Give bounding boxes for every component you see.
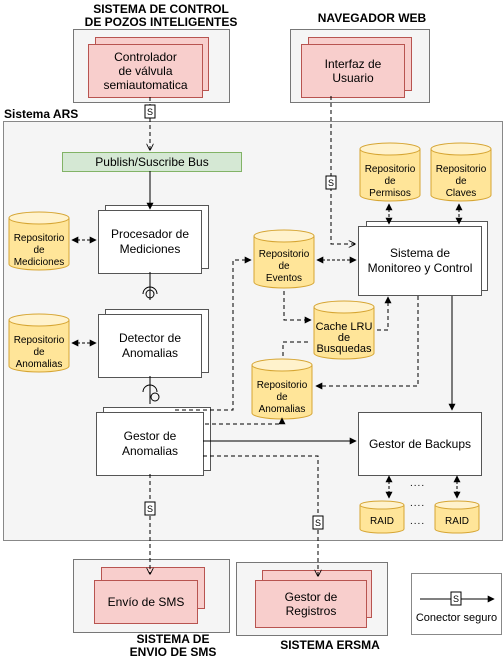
gestor-anomalias-component[interactable]: Gestor de Anomalias [96, 412, 204, 476]
pozos-title-line1: SISTEMA DE CONTROL [93, 2, 229, 16]
cache-line3: Busquedas [316, 343, 372, 355]
navegador-system-title: NAVEGADOR WEB [317, 11, 427, 25]
registry-manager-line1: Gestor de [284, 590, 338, 604]
monitoreo-control-component[interactable]: Sistema de Monitoreo y Control [358, 226, 482, 296]
repo-anomalias-2-line1: Repositorio [256, 380, 308, 391]
gestor-anomalias-line2: Anomalias [121, 444, 179, 458]
user-interface-line2: Usuario [332, 71, 374, 85]
repo-eventos-line3: Eventos [265, 273, 303, 284]
repo-anomalias-line3: Anomalias [15, 359, 63, 370]
registry-manager-line2: Registros [285, 604, 337, 618]
edge-ui-monitoreo [330, 96, 355, 244]
edge-gestor-anomalias2 [205, 417, 286, 425]
repo-eventos-line2: de [278, 261, 290, 272]
monitoreo-line2: Monitoreo y Control [367, 261, 473, 275]
raid-ellipsis-3: .... [410, 516, 426, 527]
raid-disk-1[interactable]: RAID [359, 500, 405, 534]
repo-mediciones-line3: Mediciones [13, 257, 65, 268]
raid-disk-2-label: RAID [445, 516, 469, 527]
ersma-system-title: SISTEMA ERSMA [280, 638, 380, 652]
user-interface-line1: Interfaz de [324, 57, 382, 71]
edge-gestor-eventos [175, 256, 252, 411]
edge-cache-monitoreo [377, 296, 392, 331]
legend-marker: S [453, 594, 459, 604]
registry-manager-component[interactable]: Gestor de Registros [255, 580, 367, 628]
procesador-line1: Procesador de [110, 227, 190, 241]
secure-marker-ui-box [325, 175, 337, 190]
lollipop-ball-2 [150, 392, 160, 402]
gestor-backups-component[interactable]: Gestor de Backups [358, 412, 482, 476]
user-interface-component[interactable]: Interfaz de Usuario [301, 44, 405, 98]
repo-anomalias-2-line2: de [276, 392, 288, 403]
edge-eventos-cache [283, 291, 312, 324]
cache-line2: de [337, 332, 351, 344]
repo-permisos-line2: de [384, 176, 396, 187]
lollipop-socket-1 [142, 286, 158, 295]
legend-marker-box [450, 591, 462, 606]
pozos-system-title: SISTEMA DE CONTROL DE POZOS INTELIGENTES [76, 3, 246, 29]
repo-eventos-line1: Repositorio [258, 249, 310, 260]
publish-subscribe-bus[interactable]: Publish/Suscribe Bus [62, 152, 242, 172]
repo-mediciones-line1: Repositorio [13, 233, 65, 244]
procesador-line2: Mediciones [119, 242, 181, 256]
cache-line1: Cache LRU [315, 321, 373, 333]
raid-disk-2[interactable]: RAID [434, 500, 480, 534]
monitoreo-line1: Sistema de [389, 246, 451, 260]
repo-mediciones-line2: de [33, 245, 45, 256]
edge-anomalias2-up [282, 341, 311, 356]
repo-anomalias-2-line3: Anomalias [258, 404, 306, 415]
detector-line1: Detector de [118, 331, 182, 345]
repo-anomalias-line1: Repositorio [13, 335, 65, 346]
procesador-mediciones-component[interactable]: Procesador de Mediciones [98, 210, 202, 274]
sms-title-line1: SISTEMA DE [136, 632, 210, 646]
secure-marker-ui: S [328, 178, 334, 188]
edge-gestor-ersma [203, 455, 318, 576]
sms-title-line2: ENVIO DE SMS [129, 645, 217, 659]
lollipop-ball-1 [145, 289, 155, 299]
repo-permisos-line3: Permisos [369, 188, 411, 199]
legend-label: Conector seguro [415, 612, 498, 624]
repo-anomalias-line2: de [33, 347, 45, 358]
sms-sending-component[interactable]: Envío de SMS [94, 580, 198, 624]
valve-controller-line2: de válvula [118, 64, 173, 78]
valve-controller-line3: semiautomatica [103, 78, 188, 92]
raid-ellipsis-2: .... [410, 498, 426, 509]
secure-marker-controller-box [144, 104, 156, 119]
repo-claves-line2: de [455, 176, 467, 187]
repo-claves-line1: Repositorio [435, 164, 487, 175]
detector-line2: Anomalias [121, 346, 178, 360]
sms-system-title: SISTEMA DE ENVIO DE SMS [118, 633, 228, 659]
ars-system-title: Sistema ARS [4, 107, 79, 121]
repo-permisos-line1: Repositorio [364, 164, 416, 175]
secure-marker-ersma: S [315, 518, 321, 528]
secure-marker-sms: S [147, 504, 153, 514]
raid-disk-1-label: RAID [370, 516, 394, 527]
secure-marker-ersma-box [312, 515, 324, 530]
repo-claves-line3: Claves [445, 188, 477, 199]
edge-monitoreo-anomalias2 [315, 296, 419, 390]
secure-marker-controller: S [147, 107, 153, 117]
raid-ellipsis-1: .... [410, 478, 426, 489]
pozos-title-line2: DE POZOS INTELIGENTES [84, 15, 238, 29]
gestor-anomalias-line1: Gestor de [123, 429, 177, 443]
secure-marker-sms-box [144, 501, 156, 516]
valve-controller-line1: Controlador [114, 50, 177, 64]
lollipop-socket-2 [142, 384, 158, 393]
valve-controller-component[interactable]: Controlador de válvula semiautomatica [88, 44, 203, 98]
